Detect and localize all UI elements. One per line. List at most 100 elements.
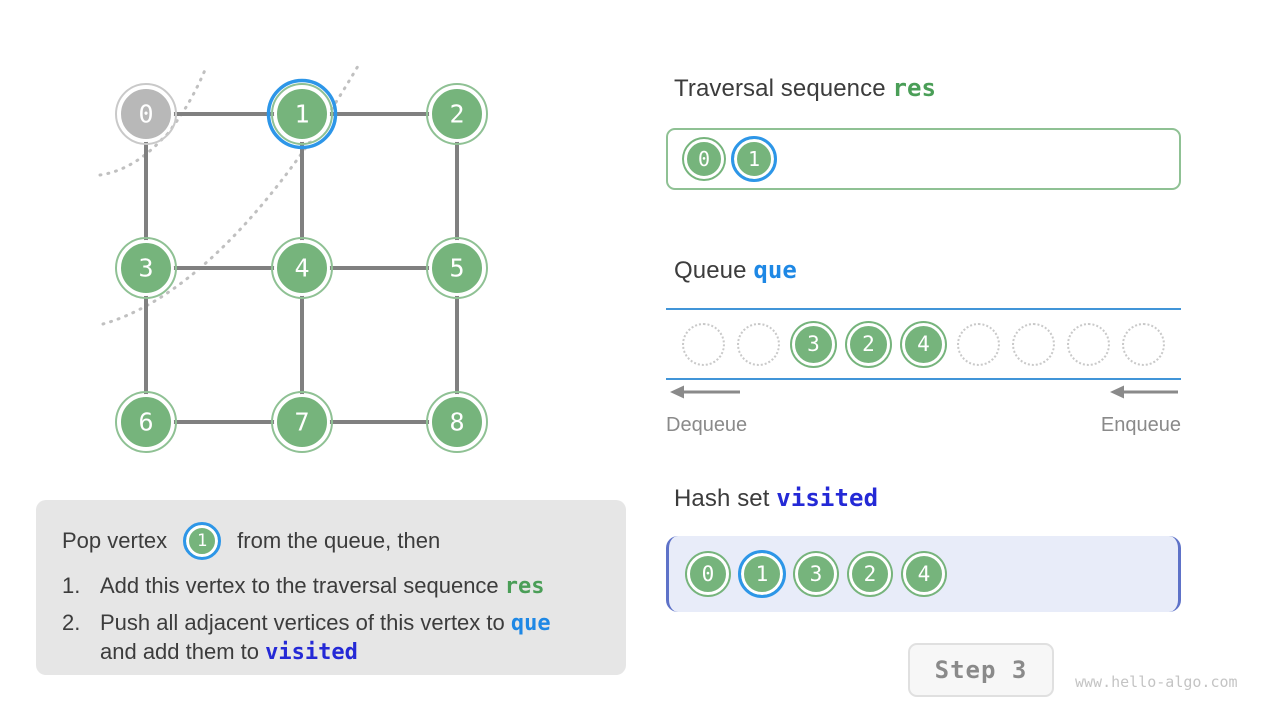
queue-item: 4 (902, 322, 945, 366)
graph-node-outer-ring (426, 391, 488, 453)
queue-title-text: Queue (674, 257, 754, 284)
graph-node-0[interactable]: 0 (115, 83, 177, 145)
graph-node-outer-ring (426, 83, 488, 145)
hashset-item-value: 0 (701, 562, 715, 586)
hashset-item: 2 (849, 553, 891, 595)
pop-prefix-label: Pop vertex (62, 528, 168, 553)
pop-vertex-token: 1 (183, 522, 222, 560)
graph-node-body (118, 86, 174, 142)
step-badge: Step 3 (908, 643, 1054, 697)
graph-node-body (118, 394, 174, 450)
enqueue-arrow-icon (1110, 385, 1178, 399)
instruction-step-1: 1. Add this vertex to the traversal sequ… (62, 572, 600, 601)
queue-container: 3 2 4 (666, 308, 1181, 380)
graph-node-label: 5 (449, 254, 464, 283)
graph-node-outer-ring (115, 83, 177, 145)
step-2-var-que: que (510, 611, 551, 636)
queue-title-var: que (753, 256, 797, 284)
graph-node-body (118, 240, 174, 296)
graph-node-label: 4 (294, 254, 309, 283)
hashset-section-title: Hash set visited (674, 484, 878, 513)
graph-node-6[interactable]: 6 (115, 391, 177, 453)
res-item-value: 1 (747, 147, 761, 171)
queue-item-value: 3 (807, 332, 820, 356)
hashset-title-text: Hash set (674, 485, 777, 512)
queue-item: 3 (792, 322, 835, 366)
graph-node-body (274, 240, 330, 296)
queue-empty-slot (1012, 322, 1055, 366)
queue-legend: Dequeue Enqueue (666, 414, 1181, 437)
graph-node-outer-ring (115, 391, 177, 453)
hashset-item: 3 (795, 553, 837, 595)
graph-node-label: 3 (138, 254, 153, 283)
queue-empty-slot (1067, 322, 1110, 366)
queue-empty-slot (1122, 322, 1165, 366)
frontier-curves (98, 64, 360, 326)
hashset-item-value: 1 (755, 562, 769, 586)
res-item-value: 0 (697, 147, 711, 171)
graph-nodes: 0 1 2 3 4 5 6 7 8 (115, 78, 488, 453)
queue-empty-slot (682, 322, 725, 366)
graph-node-label: 8 (449, 408, 464, 437)
watermark: www.hello-algo.com (1075, 673, 1238, 691)
res-section-title: Traversal sequence res (674, 74, 936, 103)
step-2-number: 2. (62, 610, 81, 635)
graph-node-5[interactable]: 5 (426, 237, 488, 299)
hashset-item: 1 (738, 550, 786, 598)
graph-node-2[interactable]: 2 (426, 83, 488, 145)
step-1-text-a: Add this vertex to the traversal sequenc… (100, 573, 505, 598)
graph-node-1[interactable]: 1 (266, 78, 338, 150)
queue-item-value: 4 (917, 332, 930, 356)
graph-svg: 0 1 2 3 4 5 6 7 8 (98, 64, 488, 453)
graph-node-label: 1 (294, 100, 309, 129)
graph-node-body (274, 394, 330, 450)
step-2-text-b: and add them to (100, 639, 266, 664)
step-1-number: 1. (62, 573, 81, 598)
queue-section-title: Queue que (674, 256, 797, 285)
res-item: 0 (684, 139, 724, 179)
dequeue-label: Dequeue (666, 414, 748, 436)
graph-node-label: 7 (294, 408, 309, 437)
hashset-container: 0 1 3 2 4 (666, 536, 1181, 612)
graph-node-4[interactable]: 4 (271, 237, 333, 299)
graph-node-body (274, 86, 330, 142)
graph-node-body (429, 240, 485, 296)
hashset-item: 4 (903, 553, 945, 595)
instruction-panel: Pop vertex 1 from the queue, then 1. Add… (36, 500, 626, 675)
step-2-var-visited: visited (265, 640, 358, 665)
hashset-item-value: 2 (863, 562, 877, 586)
res-title-var: res (892, 74, 937, 102)
pop-vertex-value: 1 (197, 531, 208, 551)
queue-item-value: 2 (862, 332, 875, 356)
hashset-item-value: 3 (809, 562, 823, 586)
frontier-curve-0 (98, 68, 207, 177)
res-title-text: Traversal sequence (674, 75, 893, 102)
instruction-step-2: 2. Push all adjacent vertices of this ve… (62, 609, 600, 667)
step-2-text-a: Push all adjacent vertices of this verte… (100, 610, 511, 635)
graph-node-8[interactable]: 8 (426, 391, 488, 453)
step-2-text: Push all adjacent vertices of this verte… (100, 609, 600, 667)
res-item: 1 (731, 136, 777, 182)
graph-node-3[interactable]: 3 (115, 237, 177, 299)
queue-item: 2 (847, 322, 890, 366)
enqueue-label: Enqueue (1100, 414, 1181, 436)
dequeue-arrow-icon (670, 385, 740, 399)
queue-empty-slot (737, 322, 780, 366)
instruction-steps: 1. Add this vertex to the traversal sequ… (62, 572, 600, 667)
graph-node-label: 2 (449, 100, 464, 129)
graph-panel: 0 1 2 3 4 5 6 7 8 (0, 0, 620, 480)
queue-empty-slot (957, 322, 1000, 366)
step-1-var-res: res (504, 574, 545, 599)
pop-suffix-label: from the queue, then (237, 528, 441, 553)
frontier-curve-1 (101, 64, 360, 326)
graph-node-outer-ring (115, 237, 177, 299)
graph-node-outer-ring (271, 237, 333, 299)
queue-arrows (670, 385, 1178, 399)
hashset-item: 0 (687, 553, 729, 595)
graph-node-outer-ring (426, 237, 488, 299)
graph-node-7[interactable]: 7 (271, 391, 333, 453)
hashset-title-var: visited (776, 484, 879, 512)
graph-node-outer-ring (271, 83, 333, 145)
